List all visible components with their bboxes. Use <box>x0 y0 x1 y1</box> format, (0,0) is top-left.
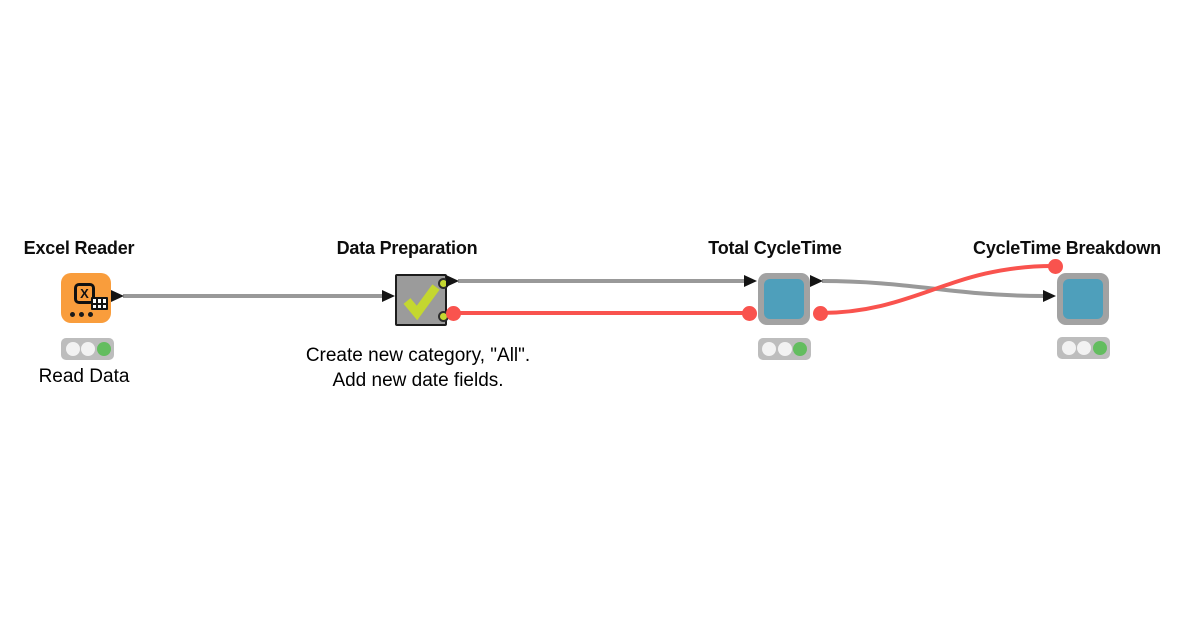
node-title-data-preparation: Data Preparation <box>336 238 478 258</box>
node-cycletime-breakdown[interactable] <box>1057 273 1109 325</box>
total-cycletime-output-port-flowvar[interactable] <box>812 305 828 321</box>
excel-table-icon: X <box>61 273 111 323</box>
spreadsheet-grid-icon <box>91 297 108 310</box>
cycletime-breakdown-input-port-data[interactable] <box>1043 289 1056 302</box>
status-dot-red <box>762 342 776 356</box>
node-title-cycletime-breakdown: CycleTime Breakdown <box>973 238 1161 258</box>
node-title-excel-reader: Excel Reader <box>23 238 135 258</box>
data-preparation-input-port-data[interactable] <box>382 289 395 302</box>
status-dot-green <box>1092 341 1107 355</box>
total-cycletime-input-port-data[interactable] <box>744 274 757 287</box>
total-cycletime-status-light <box>757 338 811 360</box>
checkmark-icon <box>403 284 440 321</box>
excel-x-glyph: X <box>74 283 95 304</box>
total-cycletime-input-port-flowvar[interactable] <box>741 305 757 321</box>
status-dot-yellow <box>1077 341 1091 355</box>
connection-totalct-to-breakdown-flowvar[interactable] <box>819 264 1054 315</box>
annotation-line-1: Create new category, "All". <box>305 345 531 366</box>
node-total-cycletime[interactable] <box>758 273 810 325</box>
annotation-line-2: Add new date fields. <box>332 370 504 391</box>
status-dot-green <box>96 342 111 356</box>
node-label-excel-reader: Read Data <box>38 366 130 387</box>
excel-reader-output-port-data[interactable] <box>111 289 124 302</box>
status-dot-yellow <box>777 342 792 356</box>
component-icon <box>1063 279 1103 319</box>
total-cycletime-output-port-data[interactable] <box>810 274 823 287</box>
node-data-preparation[interactable] <box>395 274 449 326</box>
status-dot-red <box>1061 341 1076 355</box>
status-dot-green <box>793 342 807 356</box>
node-title-total-cycletime: Total CycleTime <box>708 238 842 258</box>
status-dot-yellow <box>81 342 95 356</box>
reader-ellipsis-icon <box>70 312 93 317</box>
data-preparation-output-port-flowvar[interactable] <box>445 305 461 321</box>
status-dot-red <box>65 342 80 356</box>
component-icon <box>764 279 804 319</box>
cycletime-breakdown-status-light <box>1057 337 1110 359</box>
node-excel-reader[interactable]: X <box>61 273 111 323</box>
data-preparation-output-port-data[interactable] <box>446 274 459 287</box>
excel-reader-status-light <box>61 338 114 360</box>
cycletime-breakdown-input-port-flowvar[interactable] <box>1047 258 1063 274</box>
